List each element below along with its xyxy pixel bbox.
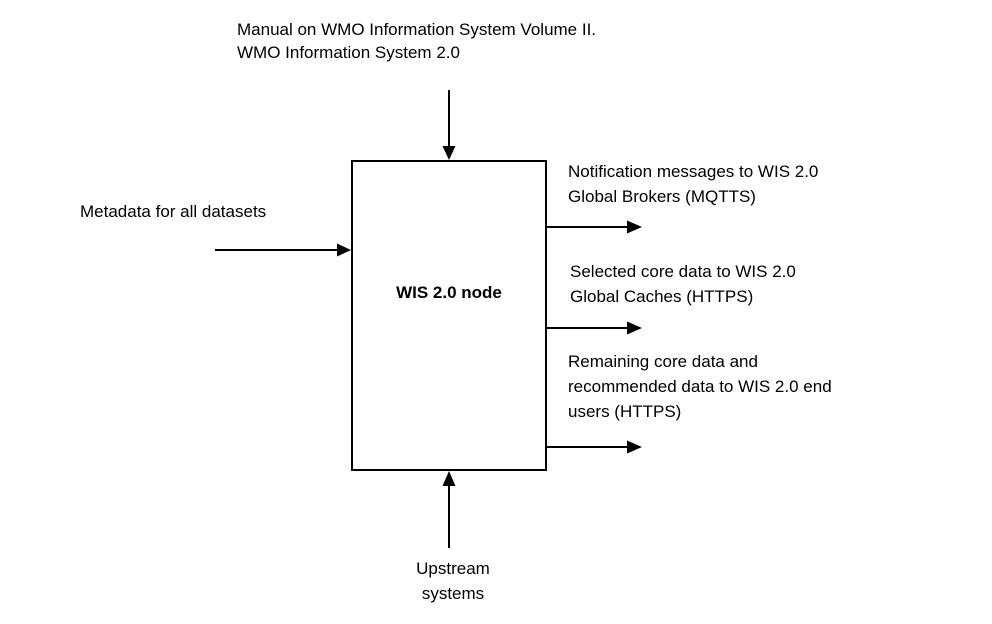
left-input-arrowhead xyxy=(337,243,351,257)
process-box-outline xyxy=(351,160,547,471)
input-label-manual: Manual on WMO Information System Volume … xyxy=(237,20,597,62)
input-label-upstream-systems: Upstream systems xyxy=(416,559,490,603)
bottom-input-arrowhead xyxy=(442,471,456,486)
process-box-label: WIS 2.0 node xyxy=(396,283,502,302)
output-label-remaining-core-data: Remaining core data and recommended data… xyxy=(568,352,832,421)
output-arrowhead-1 xyxy=(627,220,642,234)
input-label-metadata: Metadata for all datasets xyxy=(80,202,267,221)
output-arrowhead-2 xyxy=(627,321,642,335)
top-input-arrowhead xyxy=(442,146,456,160)
output-label-notification-messages: Notification messages to WIS 2.0 Global … xyxy=(568,162,819,206)
output-label-selected-core-data: Selected core data to WIS 2.0 Global Cac… xyxy=(570,262,796,306)
output-arrowhead-3 xyxy=(627,440,642,454)
